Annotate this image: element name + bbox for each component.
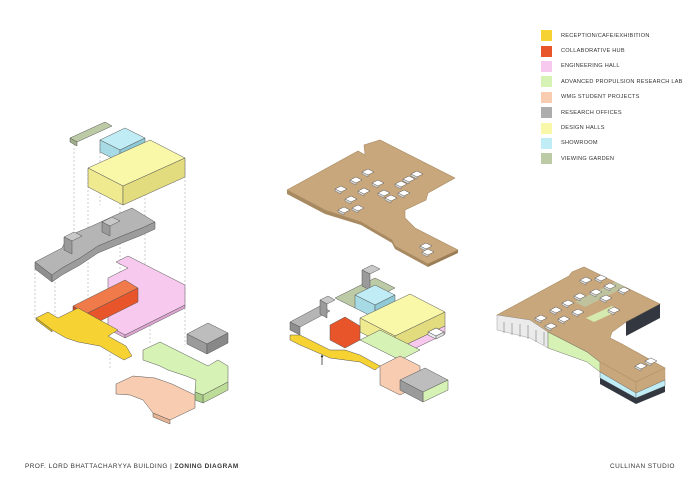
legend-label: COLLABORATIVE HUB [561,48,625,55]
legend-swatch [541,76,552,88]
legend: RECEPTION/CAFE/EXHIBITION COLLABORATIVE H… [541,28,691,167]
footer-title: PROF. LORD BHATTACHARYYA BUILDING | ZONI… [25,463,239,470]
legend-label: WMG STUDENT PROJECTS [561,94,640,101]
legend-item: RECEPTION/CAFE/EXHIBITION [541,28,691,43]
floating-roof [286,139,459,267]
complete-building [496,266,666,404]
building-name: PROF. LORD BHATTACHARYYA BUILDING [25,463,168,470]
legend-swatch [541,122,552,134]
legend-label: DESIGN HALLS [561,125,605,132]
assembled-massing [289,264,449,403]
legend-swatch [541,137,552,149]
viewing-garden-block [69,121,113,147]
research-offices-box [186,322,229,355]
legend-swatch [541,153,552,165]
legend-swatch [541,60,552,72]
legend-item: VIEWING GARDEN [541,151,691,166]
exploded-axonometric [34,121,229,425]
legend-item: COLLABORATIVE HUB [541,43,691,58]
propulsion-lab-block [142,341,229,404]
legend-label: ADVANCED PROPULSION RESEARCH LAB [561,78,683,85]
legend-label: VIEWING GARDEN [561,155,615,162]
title-separator: | [167,463,175,470]
design-halls-block [87,139,186,206]
legend-item: WMG STUDENT PROJECTS [541,90,691,105]
reception-block [35,307,133,361]
car-icon [427,327,445,340]
legend-item: RESEARCH OFFICES [541,105,691,120]
legend-swatch [541,30,552,42]
research-offices-block [34,207,156,283]
legend-label: RECEPTION/CAFE/EXHIBITION [561,32,650,39]
legend-label: ENGINEERING HALL [561,63,620,70]
studio-name: CULLINAN STUDIO [609,463,675,470]
legend-label: RESEARCH OFFICES [561,109,622,116]
legend-item: ENGINEERING HALL [541,59,691,74]
legend-item: SHOWROOM [541,136,691,151]
person-icon [320,355,324,365]
legend-swatch [541,107,552,119]
diagram-title: ZONING DIAGRAM [174,463,239,470]
legend-label: SHOWROOM [561,140,598,147]
legend-item: DESIGN HALLS [541,120,691,135]
student-projects-block [115,375,196,425]
legend-item: ADVANCED PROPULSION RESEARCH LAB [541,74,691,89]
legend-swatch [541,91,552,103]
legend-swatch [541,45,552,57]
